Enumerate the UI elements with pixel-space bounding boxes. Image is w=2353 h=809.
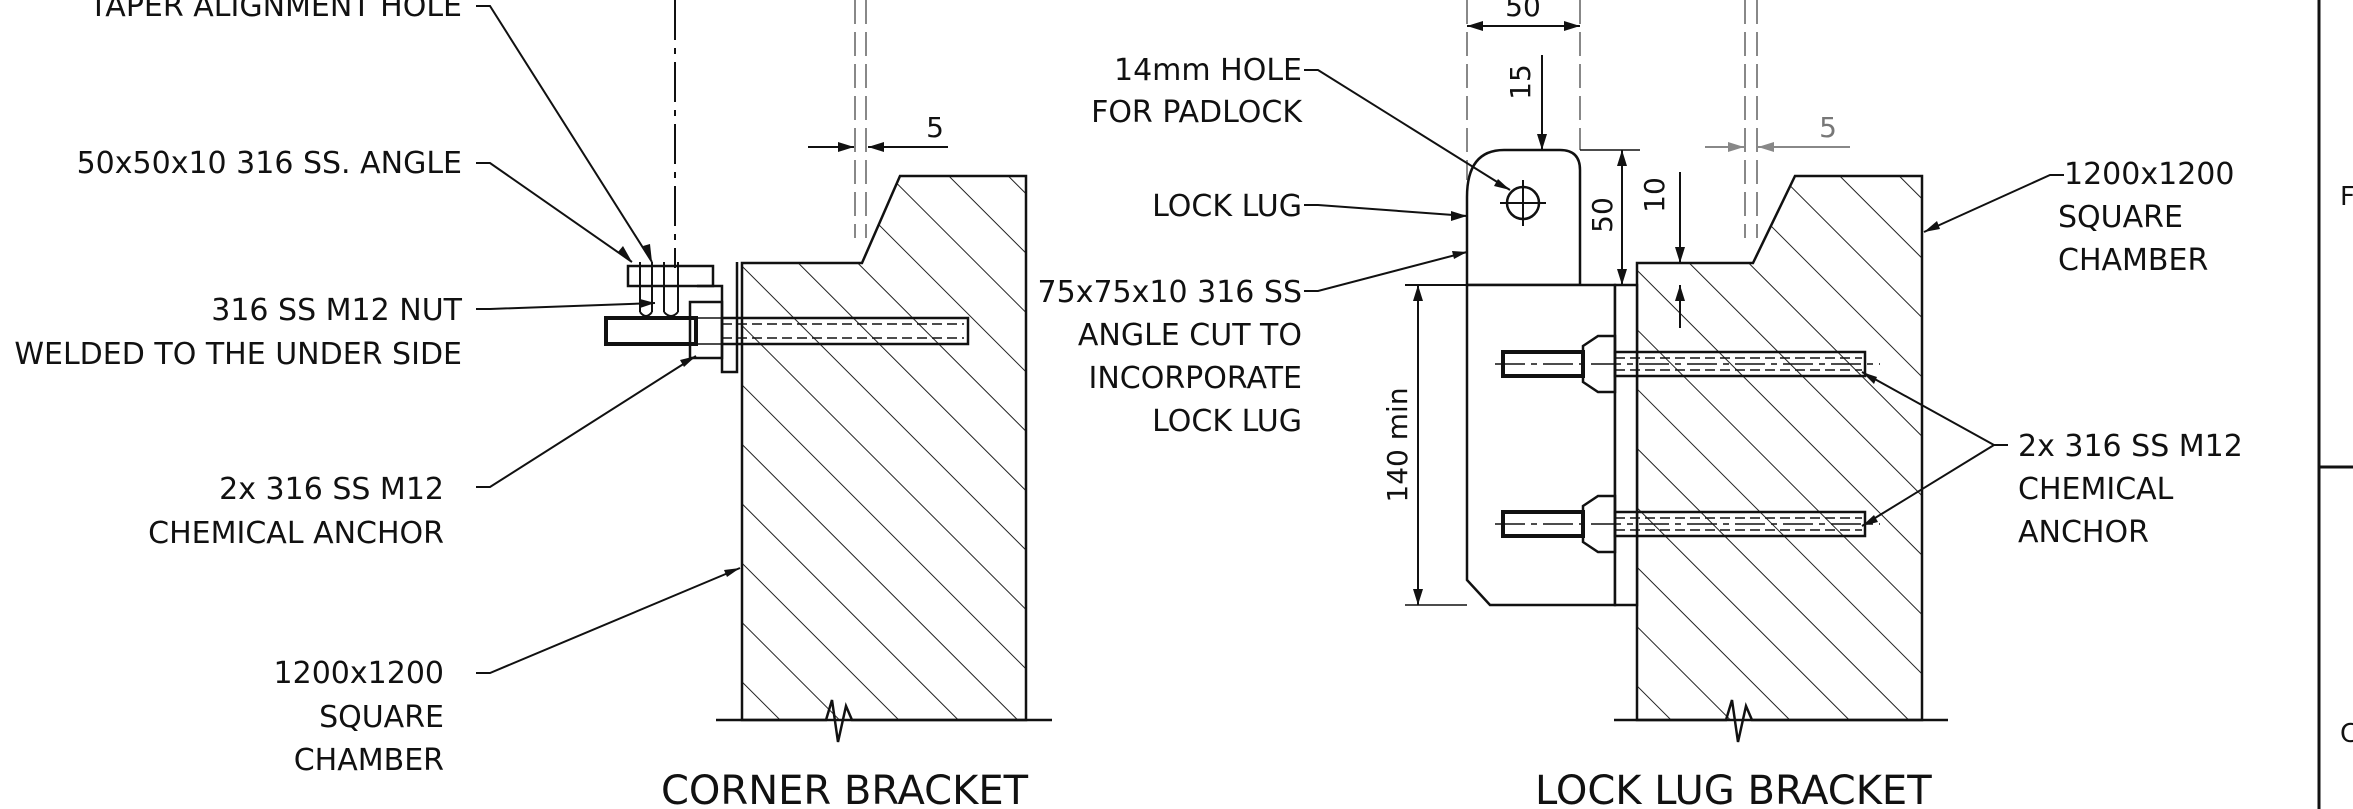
label-lock-anchor-line-1: 2x 316 SS M12	[2018, 429, 2243, 464]
lock-leaders	[1304, 69, 2064, 527]
lock-upper-anchor	[1495, 334, 1880, 394]
label-lock-angle-line-2: ANGLE CUT TO	[1078, 318, 1302, 353]
lock-lug-height-dim-text: 50	[1586, 197, 1619, 233]
lock-angle-flange	[1613, 283, 1639, 607]
lock-min-height-dim-text: 140 min	[1381, 387, 1414, 502]
label-lock-chamber-line-3: CHAMBER	[2058, 243, 2208, 278]
label-lock-angle-line-4: LOCK LUG	[1152, 404, 1302, 439]
corner-bracket-title: CORNER BRACKET	[661, 768, 1029, 809]
lock-lug-height-dimension: 50	[1580, 149, 1640, 285]
label-nut-line-2: WELDED TO THE UNDER SIDE	[14, 337, 462, 372]
lock-ground-line	[1614, 699, 1948, 743]
corner-ground-line	[716, 699, 1052, 743]
lock-angle-leg	[1465, 283, 1617, 607]
corner-angle-bracket	[626, 262, 739, 374]
corner-gap-dim-text: 5	[926, 111, 944, 144]
lock-lug-bracket-title: LOCK LUG BRACKET	[1535, 768, 1932, 809]
lock-angle-thickness-dimension: 10	[1638, 172, 1685, 328]
label-lock-angle-line-1: 75x75x10 316 SS	[1038, 275, 1302, 310]
corner-leaders	[476, 5, 741, 674]
lock-min-height-dimension: 140 min	[1381, 285, 1467, 606]
label-corner-chamber-line-3: CHAMBER	[294, 743, 444, 778]
lock-hole-offset-dim-text: 15	[1504, 64, 1537, 100]
lock-angle-thickness-dim-text: 10	[1638, 177, 1671, 213]
label-padlock-hole-line-2: FOR PADLOCK	[1091, 95, 1303, 130]
label-corner-chamber-line-1: 1200x1200	[274, 656, 444, 691]
corner-wall-section	[740, 174, 1028, 722]
lock-gap-dimension: 5	[1705, 111, 1850, 152]
label-corner-chamber-line-2: SQUARE	[319, 700, 444, 735]
label-padlock-hole-line-1: 14mm HOLE	[1114, 53, 1302, 88]
label-lock-angle-line-3: INCORPORATE	[1088, 361, 1302, 396]
lock-top-dimension: 50	[1467, 0, 1580, 31]
label-corner-anchor-line-2: CHEMICAL ANCHOR	[148, 516, 444, 551]
lock-leader-arrows	[1451, 179, 1940, 526]
padlock-hole	[1500, 180, 1546, 226]
label-lock-chamber-line-2: SQUARE	[2058, 200, 2183, 235]
title-block-edge: F C	[2317, 0, 2353, 809]
corner-chemical-anchor	[604, 300, 970, 360]
label-corner-anchor-line-1: 2x 316 SS M12	[219, 472, 444, 507]
corner-leader-arrows	[618, 244, 740, 577]
label-nut-line-1: 316 SS M12 NUT	[211, 293, 462, 328]
edge-letter-upper: F	[2340, 182, 2353, 212]
label-lock-lug: LOCK LUG	[1152, 189, 1302, 224]
corner-gap-dimension: 5	[808, 111, 948, 152]
label-lock-anchor-line-3: ANCHOR	[2018, 515, 2149, 550]
lock-lug-bracket-view: 50 15 50	[1038, 0, 2243, 809]
lock-top-dim-text: 50	[1505, 0, 1541, 23]
label-lock-anchor-line-2: CHEMICAL	[2018, 472, 2174, 507]
lock-gap-dim-text: 5	[1819, 111, 1837, 144]
corner-bracket-view: 5	[14, 0, 1052, 809]
label-taper-alignment-hole: TAPER ALIGNMENT HOLE	[88, 0, 462, 24]
label-lock-chamber-line-1: 1200x1200	[2064, 157, 2234, 192]
edge-letter-lower: C	[2340, 719, 2353, 749]
label-corner-angle: 50x50x10 316 SS. ANGLE	[77, 146, 462, 181]
lock-hole-offset-dimension: 15	[1504, 55, 1547, 150]
